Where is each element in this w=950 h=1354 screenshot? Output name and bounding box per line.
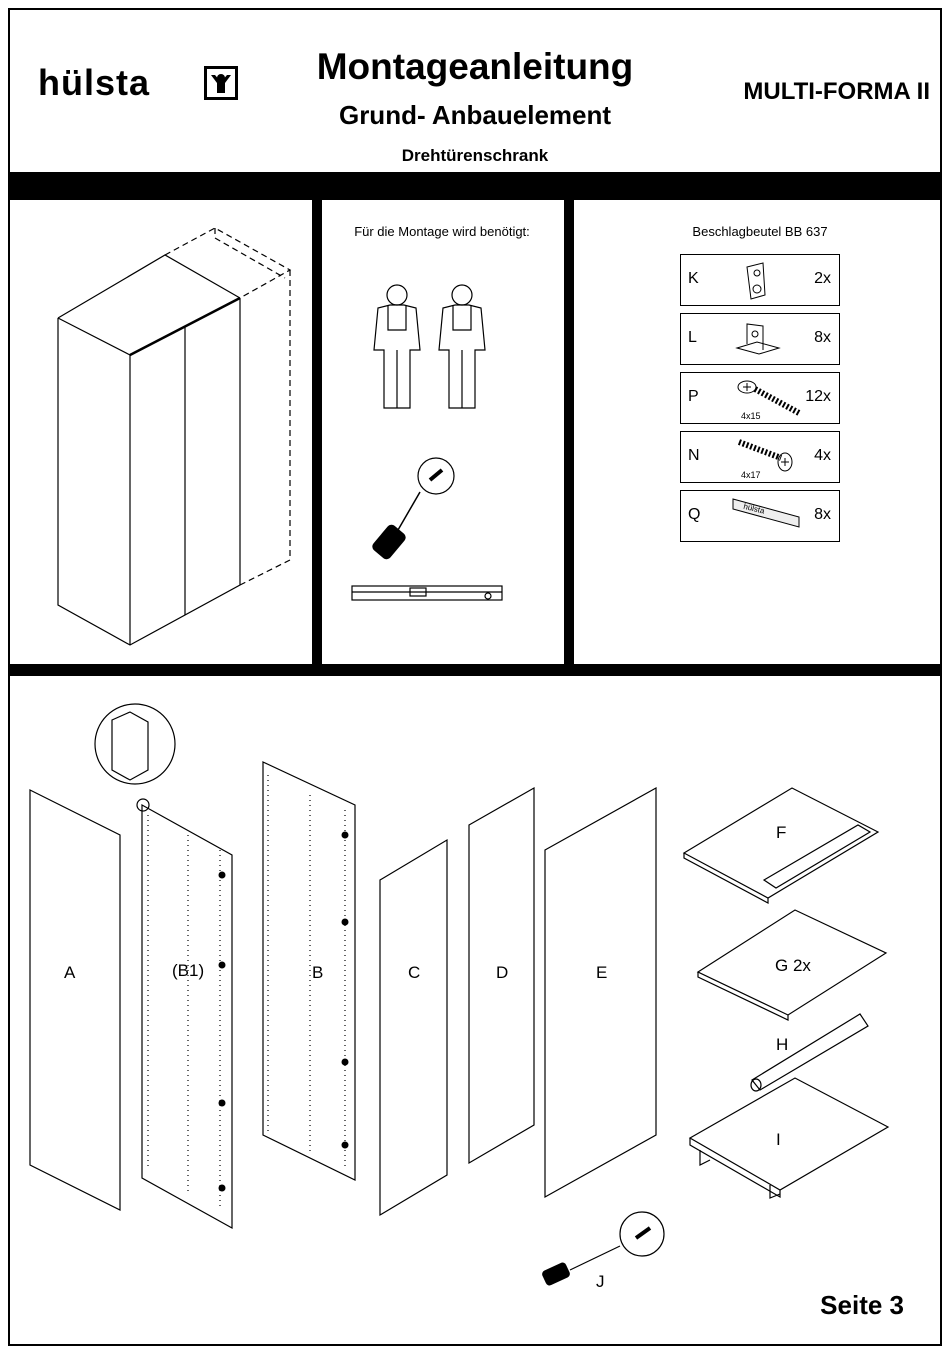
part-e-panel bbox=[545, 788, 656, 1197]
part-label-e: E bbox=[596, 963, 607, 983]
part-f-shelf bbox=[684, 788, 878, 898]
part-label-j: J bbox=[596, 1272, 605, 1292]
part-h-rod bbox=[752, 1014, 868, 1090]
part-b-panel bbox=[263, 762, 355, 1180]
detail-magnifier bbox=[95, 704, 175, 784]
part-b1-panel bbox=[142, 805, 232, 1228]
part-label-c: C bbox=[408, 963, 420, 983]
part-label-d: D bbox=[496, 963, 508, 983]
part-label-b: B bbox=[312, 963, 323, 983]
part-label-i: I bbox=[776, 1130, 781, 1150]
page-number: Seite 3 bbox=[820, 1290, 904, 1321]
part-label-a: A bbox=[64, 963, 75, 983]
part-i-base bbox=[690, 1078, 888, 1190]
part-a-panel bbox=[30, 790, 120, 1210]
part-label-f: F bbox=[776, 823, 786, 843]
part-label-h: H bbox=[776, 1035, 788, 1055]
part-c-panel bbox=[380, 840, 447, 1215]
part-label-g: G 2x bbox=[775, 956, 811, 976]
part-label-b1: (B1) bbox=[172, 961, 204, 981]
